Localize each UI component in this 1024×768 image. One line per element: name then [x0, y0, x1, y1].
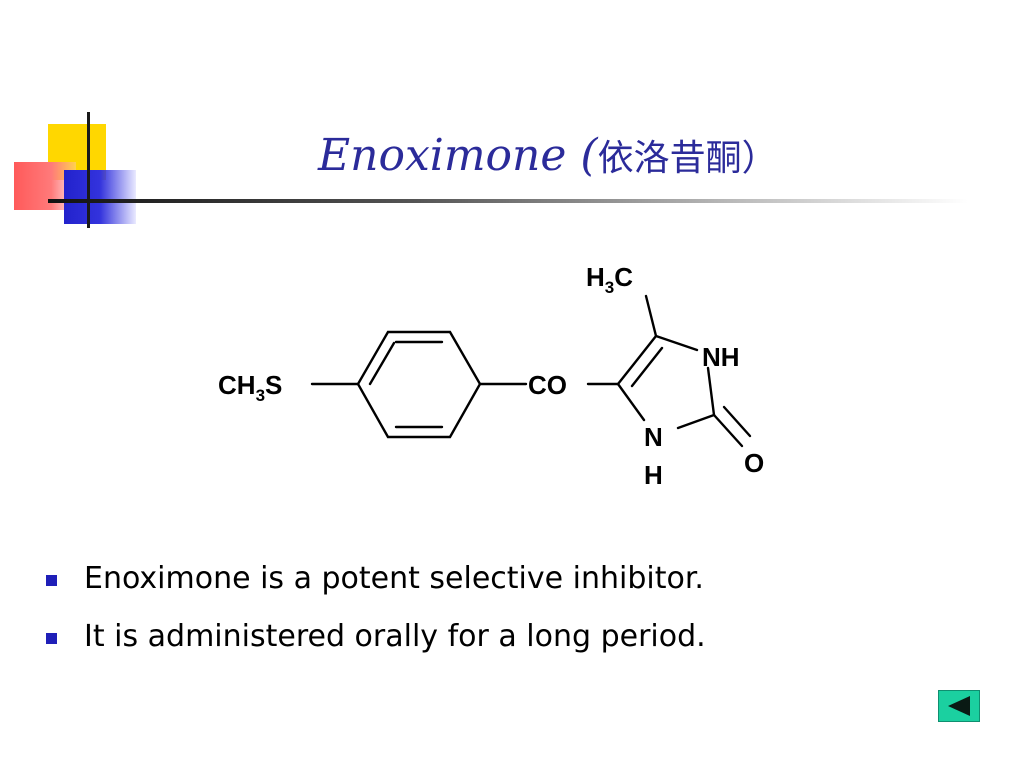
bond-c5-methyl — [644, 294, 658, 338]
bond-c2-o — [712, 413, 744, 448]
bullet-text: It is administered orally for a long per… — [84, 619, 706, 654]
bond-c2-n3 — [676, 413, 716, 430]
back-nav-button[interactable] — [938, 690, 980, 722]
enoximone-structure: CH3S CO H3C NH N H O — [218, 262, 764, 490]
benzene-double-bond-left — [368, 341, 396, 386]
bond-n1-c2 — [706, 366, 716, 417]
bullet-square-icon — [46, 633, 57, 644]
ch3s-label: CH3S — [218, 370, 282, 405]
bullet-text: Enoximone is a potent selective inhibito… — [84, 561, 704, 596]
h3c-label: H3C — [586, 262, 633, 297]
bullet-item: Enoximone is a potent selective inhibito… — [46, 556, 706, 614]
bond-c2-o-double — [722, 405, 752, 438]
h-bottom-label: H — [644, 460, 663, 490]
n-bottom-label: N — [644, 422, 663, 452]
co-label: CO — [528, 370, 567, 400]
o-label: O — [744, 448, 764, 478]
bond-c4-c5-double — [630, 346, 664, 388]
triangle-left-icon — [948, 696, 970, 716]
bullet-square-icon — [46, 575, 57, 586]
slide-title: Enoximone (依洛昔酮） — [318, 126, 778, 186]
title-chinese: 依洛昔酮） — [597, 138, 778, 179]
title-underline — [48, 199, 968, 203]
title-latin: Enoximone ( — [318, 130, 598, 181]
benzene-ring — [356, 330, 482, 439]
bullet-list: Enoximone is a potent selective inhibito… — [46, 556, 706, 672]
bond-c4-n3 — [616, 382, 646, 422]
logo-blue-square — [64, 170, 136, 224]
bond-c5-n1 — [654, 334, 699, 352]
bond-c4-c5 — [616, 334, 658, 386]
logo-vertical-line — [87, 112, 90, 228]
nh-top-label: NH — [702, 342, 740, 372]
bullet-item: It is administered orally for a long per… — [46, 614, 706, 672]
